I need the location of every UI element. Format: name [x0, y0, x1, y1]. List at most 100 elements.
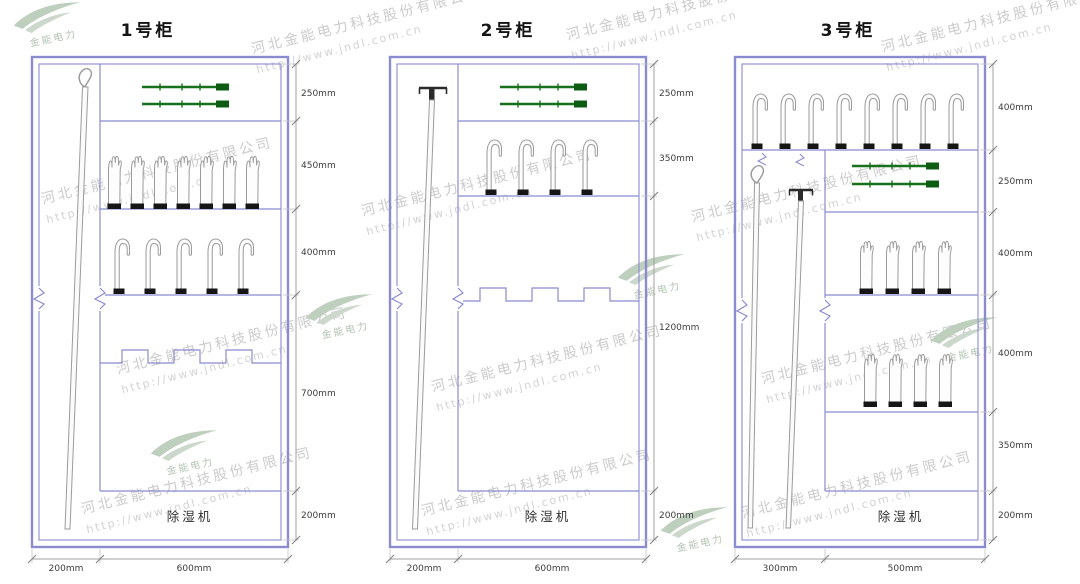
green-rod-icon	[498, 99, 589, 109]
boot-icon	[549, 139, 566, 196]
glove-row	[863, 353, 953, 408]
rod-shaft	[785, 200, 805, 529]
boot-icon	[947, 93, 964, 150]
dimension-label: 400mm	[301, 248, 336, 258]
wall-break-icon	[391, 285, 403, 312]
glove-icon	[130, 155, 145, 210]
boot-icon	[863, 93, 880, 150]
rod-shaft	[747, 182, 761, 529]
dimension-right: 400mm 250mm 400mm 400mm 350mm 200mm	[980, 59, 1033, 545]
dehumidifier-label: 除湿机	[525, 509, 572, 524]
dimension-label: 300mm	[763, 564, 798, 574]
dehumidifier-label: 除湿机	[878, 509, 925, 524]
rod-loop-icon	[750, 165, 765, 184]
dimension-bottom: 300mm 500mm	[730, 549, 990, 574]
dimension-label: 400mm	[998, 103, 1033, 113]
dimension-label: 600mm	[535, 564, 570, 574]
dimension-bottom: 200mm 600mm	[27, 549, 293, 574]
glove-icon	[245, 155, 260, 210]
green-rod-icon	[498, 82, 589, 92]
dimension-label: 350mm	[998, 441, 1033, 451]
wall-break-icon	[819, 297, 831, 324]
dimension-label: 350mm	[659, 154, 694, 164]
dimension-label: 250mm	[998, 177, 1033, 187]
green-rod-icon	[850, 161, 941, 171]
boot-icon	[779, 93, 796, 150]
wall-break-icon	[94, 285, 106, 312]
rod-shaft	[64, 86, 89, 530]
glove-icon	[863, 353, 878, 408]
glove-icon	[913, 353, 928, 408]
glove-icon	[153, 155, 168, 210]
dimension-label: 600mm	[177, 564, 212, 574]
cabinet-3: 3号柜 除湿机	[730, 20, 1033, 574]
rod-shaft	[411, 99, 436, 530]
green-rod-icon	[140, 99, 231, 109]
cabinet-outer-frame	[30, 55, 290, 549]
insulated-rod-loop	[64, 68, 93, 530]
glove-icon	[222, 155, 237, 210]
cabinet-1: 1号柜 除湿机	[27, 20, 336, 574]
insulated-rod-hook	[411, 86, 448, 530]
cabinet-outer-frame	[733, 55, 987, 549]
cabinet-2: 2号柜 除湿机	[385, 20, 699, 574]
boot-row	[751, 93, 964, 150]
dimension-right: 250mm 450mm 400mm 700mm 200mm	[283, 59, 336, 545]
dimension-label: 500mm	[888, 564, 923, 574]
glove-icon	[107, 155, 122, 210]
dimension-label: 200mm	[998, 511, 1033, 521]
dimension-label: 200mm	[407, 564, 442, 574]
boot-icon	[175, 238, 192, 295]
dimension-label: 400mm	[998, 349, 1033, 359]
dehumidifier-label: 除湿机	[167, 509, 214, 524]
cabinet-inner-frame	[741, 63, 979, 541]
glove-icon	[938, 353, 953, 408]
dimension-right: 250mm 350mm 1200mm 200mm	[641, 59, 699, 545]
dimension-label: 700mm	[301, 389, 336, 399]
wall-break-icon	[33, 285, 45, 312]
boot-icon	[919, 93, 936, 150]
glove-icon	[885, 240, 900, 295]
insulated-rod-hook	[785, 188, 814, 529]
dimension-label: 200mm	[659, 511, 694, 521]
boot-icon	[581, 139, 598, 196]
cabinet-outer-frame	[388, 55, 648, 549]
glove-icon	[176, 155, 191, 210]
boot-icon	[751, 93, 768, 150]
rod-loop-icon	[78, 68, 93, 88]
green-rod-icon	[140, 82, 231, 92]
wall-break-icon	[736, 297, 748, 324]
green-rod-icon	[850, 179, 941, 189]
boot-icon	[206, 238, 223, 295]
dimension-label: 1200mm	[659, 323, 699, 333]
boot-icon	[517, 139, 534, 196]
glove-icon	[911, 240, 926, 295]
hanger-hook-icon	[795, 153, 805, 167]
boot-icon	[891, 93, 908, 150]
glove-icon	[937, 240, 952, 295]
wall-break-icon	[452, 285, 464, 312]
dimension-label: 250mm	[301, 89, 336, 99]
glove-icon	[888, 353, 903, 408]
boot-icon	[237, 238, 254, 295]
boot-row	[113, 238, 254, 295]
cabinet-title: 1号柜	[121, 20, 176, 41]
cabinet-title: 2号柜	[481, 20, 536, 41]
insulated-rod-loop	[747, 165, 765, 529]
hanger-hook-icon	[757, 152, 767, 166]
crenellation-rack	[458, 287, 639, 302]
dimension-label: 250mm	[659, 89, 694, 99]
boot-icon	[835, 93, 852, 150]
crenellation-rack	[100, 349, 281, 364]
boot-icon	[113, 238, 130, 295]
glove-row	[859, 240, 952, 295]
dimension-label: 450mm	[301, 161, 336, 171]
boot-row	[485, 139, 598, 196]
boot-icon	[485, 139, 502, 196]
dimension-label: 400mm	[998, 249, 1033, 259]
glove-icon	[199, 155, 214, 210]
boot-icon	[807, 93, 824, 150]
glove-row	[107, 155, 260, 210]
